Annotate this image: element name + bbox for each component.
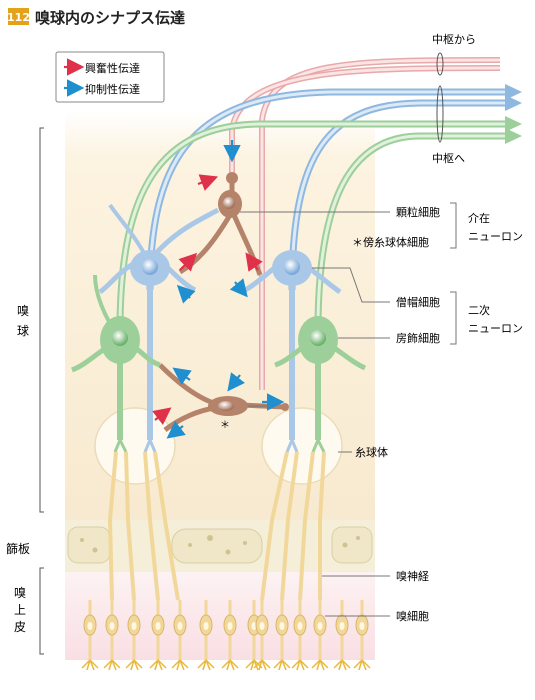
olfactory-receptor-cell [291, 600, 309, 671]
tufted-cell-left [71, 274, 161, 440]
olfactory-receptor-cell [103, 600, 121, 671]
annotation-leaders [240, 202, 457, 617]
inhibitory-arrows [166, 140, 285, 439]
legend-inhibitory-label: 抑制性伝達 [85, 82, 140, 96]
mitral-cell-left [98, 203, 220, 440]
centrifugal-fibers [229, 57, 501, 390]
olfactory-receptor-cell [273, 600, 291, 671]
to-center-label: 中枢へ [432, 151, 465, 165]
olfactory-receptor-cell [333, 600, 351, 671]
excitatory-arrows [152, 174, 263, 426]
label-secondary-2: ニューロン [468, 322, 523, 335]
figure-number-badge [8, 8, 29, 25]
label-olfactory-nerve: 嗅神経 [396, 569, 429, 583]
olfactory-receptor-cell [253, 600, 271, 671]
bulb-label-1: 嗅 [17, 304, 29, 318]
label-periglomerular: ＊傍糸球体細胞 [352, 235, 429, 249]
olfactory-receptor-cell [353, 600, 371, 671]
fiber-break-top [436, 52, 444, 76]
olfactory-nerve-fibers [107, 451, 326, 601]
glomerulus-left [94, 407, 176, 485]
olfactory-receptor-cell [149, 600, 167, 671]
olfactory-receptor-cell [197, 600, 215, 671]
bulb-label-2: 球 [17, 324, 29, 338]
label-tufted: 房飾細胞 [396, 332, 440, 345]
label-granule: 顆粒細胞 [396, 205, 440, 219]
figure-number: 112 [7, 11, 30, 24]
label-interneuron-2: ニューロン [468, 230, 523, 243]
epi-label-2: 上 [14, 603, 26, 617]
epi-label-1: 嗅 [14, 586, 26, 600]
olfactory-receptor-cell [311, 600, 329, 671]
label-mitral: 僧帽細胞 [396, 296, 440, 309]
figure-title: 嗅球内のシナプス伝達 [35, 9, 185, 27]
olfactory-receptor-cell [171, 600, 189, 671]
bone-texture [67, 526, 373, 564]
olfactory-cells [81, 600, 371, 671]
tufted-cell-right [274, 316, 367, 440]
legend: 興奮性伝達 抑制性伝達 [55, 51, 165, 103]
label-olfactory-cell: 嗅細胞 [396, 609, 429, 623]
tufted-axons [116, 120, 505, 331]
output-arrowheads [505, 84, 522, 144]
olfactory-receptor-cell [81, 600, 99, 671]
label-asterisk: ＊ [220, 420, 230, 431]
from-center-label: 中枢から [432, 32, 476, 46]
cribriform-label: 篩板 [6, 541, 30, 556]
label-secondary-1: 二次 [468, 303, 490, 317]
epi-label-3: 皮 [14, 620, 26, 634]
olfactory-receptor-cell [221, 600, 239, 671]
fiber-break-bottom [436, 85, 444, 143]
label-glomerulus: 糸球体 [355, 445, 388, 459]
legend-excitatory-label: 興奮性伝達 [85, 61, 140, 75]
region-brackets [39, 127, 44, 655]
label-interneuron-1: 介在 [468, 212, 490, 225]
olfactory-receptor-cell [125, 600, 143, 671]
glomerulus-right [261, 407, 343, 485]
glomerular-tufts [113, 439, 326, 453]
